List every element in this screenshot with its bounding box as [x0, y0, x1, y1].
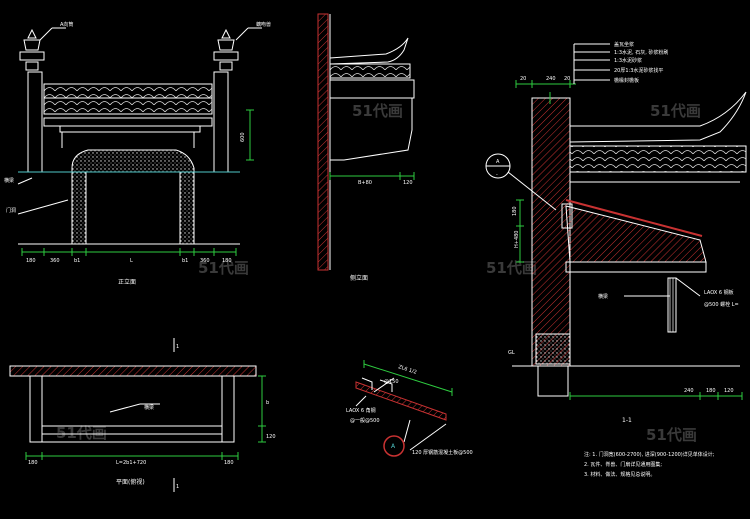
svg-text:@150: @150 — [384, 379, 399, 385]
svg-text:180: 180 — [26, 258, 36, 264]
detail-callout-letter: A — [391, 443, 396, 450]
svg-text:B+80: B+80 — [358, 180, 372, 186]
svg-text:b: b — [266, 400, 269, 406]
svg-text:360: 360 — [50, 258, 60, 264]
svg-text:180: 180 — [224, 460, 234, 466]
svg-text:240: 240 — [546, 76, 556, 82]
svg-text:门洞: 门洞 — [6, 207, 16, 214]
watermark: 51代画 — [650, 102, 701, 120]
svg-text:3. 材料、做法、规格见总说明。: 3. 材料、做法、规格见总说明。 — [584, 471, 655, 478]
svg-text:A向筒: A向筒 — [60, 21, 73, 28]
side-elevation — [317, 13, 415, 271]
svg-text:2. 瓦件、脊兽、门扇详见通用图集;: 2. 瓦件、脊兽、门扇详见通用图集; — [584, 461, 662, 468]
svg-text:20厚1:3水泥砂浆找平: 20厚1:3水泥砂浆找平 — [614, 67, 663, 74]
section-labels: A - 盖瓦坐浆 1:3水泥, 石灰, 砂浆粉刷 1:3水泥砂浆 20厚1:3水… — [496, 41, 739, 478]
front-elevation-dimensions — [17, 27, 262, 256]
watermark: 51代画 — [352, 102, 403, 120]
svg-text:120: 120 — [724, 388, 734, 394]
svg-text:横梁: 横梁 — [144, 404, 154, 411]
svg-text:180: 180 — [28, 460, 38, 466]
front-elevation-title: 正立面 — [118, 278, 136, 286]
front-elevation — [18, 28, 240, 245]
svg-text:360: 360 — [200, 258, 210, 264]
plan-view — [9, 338, 266, 492]
svg-text:GL: GL — [508, 350, 515, 356]
section-1-1 — [485, 43, 747, 400]
detail-a — [355, 360, 453, 457]
svg-text:@一般@500: @一般@500 — [350, 417, 380, 424]
svg-text:横梁: 横梁 — [4, 177, 14, 184]
watermark: 51代画 — [486, 259, 537, 277]
svg-text:@500 螺栓 L=: @500 螺栓 L= — [704, 301, 739, 308]
svg-text:180: 180 — [222, 258, 232, 264]
svg-text:横梁: 横梁 — [598, 293, 608, 300]
svg-text:LAOX 6 钢板: LAOX 6 钢板 — [704, 289, 734, 296]
section-callout-letter: A — [496, 159, 500, 165]
svg-text:b1: b1 — [182, 258, 188, 264]
side-elevation-labels: B+80 120 侧立面 — [350, 180, 413, 282]
svg-text:L: L — [130, 258, 133, 264]
watermark: 51代画 — [56, 424, 107, 442]
svg-text:ZL6 1/2: ZL6 1/2 — [397, 364, 417, 376]
svg-text:LAOX 6 角钢: LAOX 6 角钢 — [346, 407, 376, 414]
svg-text:注: 1. 门洞宽(600-2700), 进深(900-12: 注: 1. 门洞宽(600-2700), 进深(900-1200)详见单体设计; — [584, 451, 715, 458]
svg-text:600: 600 — [240, 132, 246, 142]
svg-text:120: 120 — [403, 180, 413, 186]
section-title: 1-1 — [622, 417, 632, 424]
svg-text:240: 240 — [684, 388, 694, 394]
watermark: 51代画 — [646, 426, 697, 444]
svg-text:120: 120 — [266, 434, 276, 440]
plan-view-title: 平面(俯视) — [116, 478, 145, 486]
svg-text:1:3水泥, 石灰, 砂浆粉刷: 1:3水泥, 石灰, 砂浆粉刷 — [614, 49, 668, 56]
svg-text:L=2b1+720: L=2b1+720 — [116, 460, 146, 466]
svg-text:1: 1 — [176, 344, 179, 350]
watermark: 51代画 — [198, 259, 249, 277]
svg-text:b1: b1 — [74, 258, 80, 264]
side-elevation-title: 侧立面 — [350, 274, 368, 282]
svg-text:180: 180 — [512, 206, 518, 216]
svg-text:120 厚钢筋混凝土板@500: 120 厚钢筋混凝土板@500 — [412, 449, 473, 456]
svg-text:螭吻兽: 螭吻兽 — [256, 21, 271, 28]
svg-text:1:3水泥砂浆: 1:3水泥砂浆 — [614, 57, 642, 64]
svg-text:180: 180 — [706, 388, 716, 394]
svg-text:1: 1 — [176, 484, 179, 490]
svg-text:H+480: H+480 — [514, 231, 520, 249]
svg-text:檐椽封檐板: 檐椽封檐板 — [614, 77, 639, 84]
plan-view-labels: 1 1 横梁 180 L=2b1+720 180 b 120 平面(俯视) — [28, 344, 276, 490]
detail-a-labels: ZL6 1/2 @150 LAOX 6 角钢 @一般@500 120 厚钢筋混凝… — [346, 364, 473, 456]
svg-text:盖瓦坐浆: 盖瓦坐浆 — [614, 41, 634, 48]
svg-text:20: 20 — [564, 76, 570, 82]
svg-text:20: 20 — [520, 76, 526, 82]
svg-text:-: - — [496, 172, 498, 178]
front-elevation-labels: A向筒 螭吻兽 横梁 门洞 180 360 b1 L b1 360 180 60… — [4, 21, 271, 286]
